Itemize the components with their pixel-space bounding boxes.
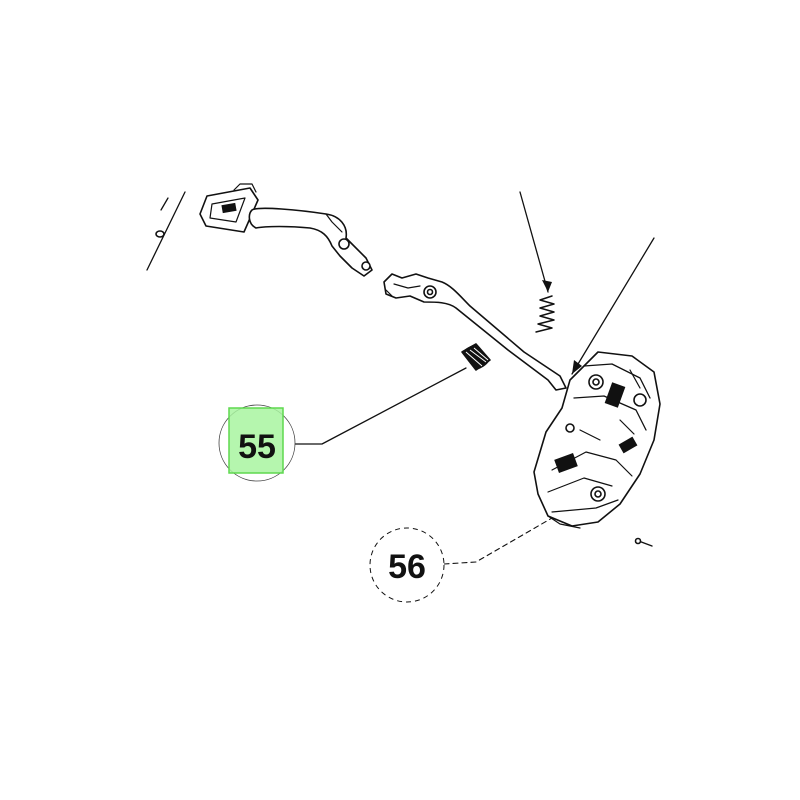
knob-part-55 [461, 343, 491, 371]
latch-block [199, 183, 259, 233]
spring [535, 295, 555, 333]
frame-edge [146, 191, 186, 271]
long-lever [383, 273, 567, 391]
leader-line-56 [443, 517, 553, 565]
small-pin [634, 537, 653, 547]
pointer-lines [519, 191, 655, 375]
callout-55-highlight [228, 407, 284, 474]
callout-55-label: 55 [238, 428, 276, 466]
callout-56-circle [369, 527, 445, 603]
callout-55[interactable]: 55 [218, 404, 296, 482]
leader-line-55 [285, 367, 467, 445]
upper-link-arm [248, 207, 373, 277]
callout-56[interactable]: 56 [369, 527, 445, 603]
callout-56-label: 56 [388, 548, 426, 586]
handle-housing [533, 351, 661, 529]
